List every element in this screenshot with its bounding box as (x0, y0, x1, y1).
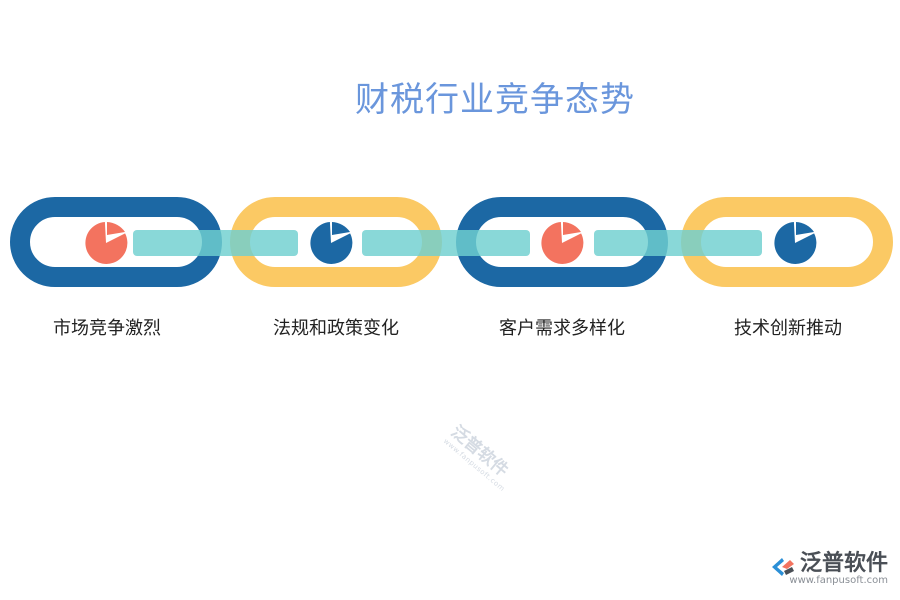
connector-bar (133, 230, 298, 256)
brand-logo-block: 泛普软件 www.fanpusoft.com (770, 545, 888, 586)
pie-chart-icon (541, 222, 584, 264)
pie-chart-icon (85, 222, 128, 264)
pie-chart-icon (774, 222, 817, 264)
label-regulation-change: 法规和政策变化 (273, 318, 399, 339)
fanpu-logo-icon (771, 557, 794, 576)
connector-bar (594, 230, 762, 256)
brand-url: www.fanpusoft.com (789, 575, 888, 586)
label-market-competition: 市场竞争激烈 (53, 318, 161, 339)
diagram-title: 财税行业竞争态势 (355, 80, 635, 120)
pie-chart-icon (310, 222, 353, 264)
label-customer-demand: 客户需求多样化 (499, 318, 625, 339)
brand-name: 泛普软件 (799, 551, 888, 576)
connector-bar (362, 230, 530, 256)
label-tech-innovation: 技术创新推动 (734, 318, 842, 339)
